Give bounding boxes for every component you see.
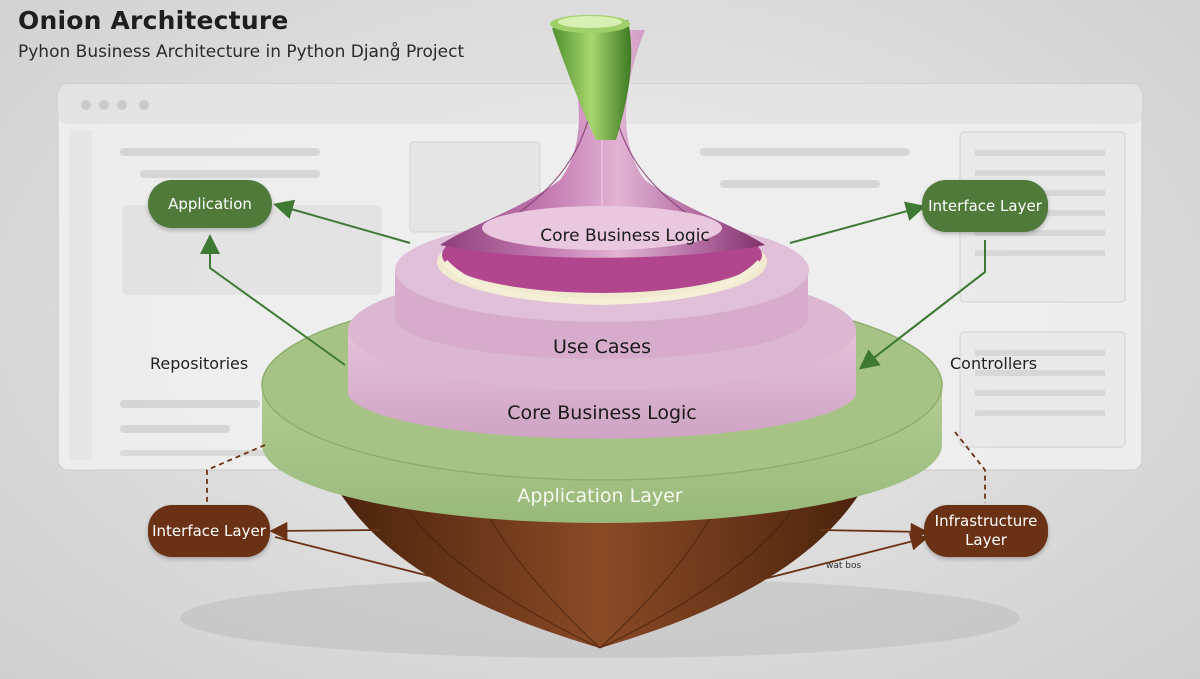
arrow-disc-to-right-infra: [954, 431, 986, 503]
layer-label-use-cases: Use Cases: [553, 336, 651, 358]
label-repositories: Repositories: [150, 354, 249, 373]
diagram-subtitle: Pyhon Business Architecture in Python Dj…: [18, 42, 465, 62]
layer-label-application-layer: Application Layer: [517, 485, 683, 507]
diagram-title: Onion Architecture: [18, 6, 289, 35]
onion-bulb-bottom: [335, 485, 865, 649]
node-interface-layer-bottom: Interface Layer: [148, 505, 270, 557]
arrow-core-to-interface: [789, 201, 926, 244]
node-interface-layer-top: Interface Layer: [922, 180, 1048, 232]
onion-bulb-top: [440, 30, 765, 258]
arrow-usecases-to-application: [200, 234, 346, 366]
connector-arrows-brown: [206, 431, 986, 586]
arrow-bulb-to-right-infra: [819, 522, 929, 541]
small-note: wat bos: [826, 561, 862, 571]
layer-label-core-bottom: Core Business Logic: [507, 402, 697, 424]
label-controllers: Controllers: [950, 354, 1038, 373]
layer-label-core-top: Core Business Logic: [540, 226, 710, 246]
node-application: Application: [148, 180, 272, 228]
arrow-bulb-to-left-interface: [269, 521, 381, 540]
connector-arrows-green: [200, 199, 986, 370]
arrow-disc-to-left-interface: [206, 444, 266, 503]
onion-stem: [550, 15, 632, 140]
node-infrastructure-layer: Infrastructure Layer: [924, 505, 1048, 557]
arrow-core-to-application: [273, 199, 411, 244]
